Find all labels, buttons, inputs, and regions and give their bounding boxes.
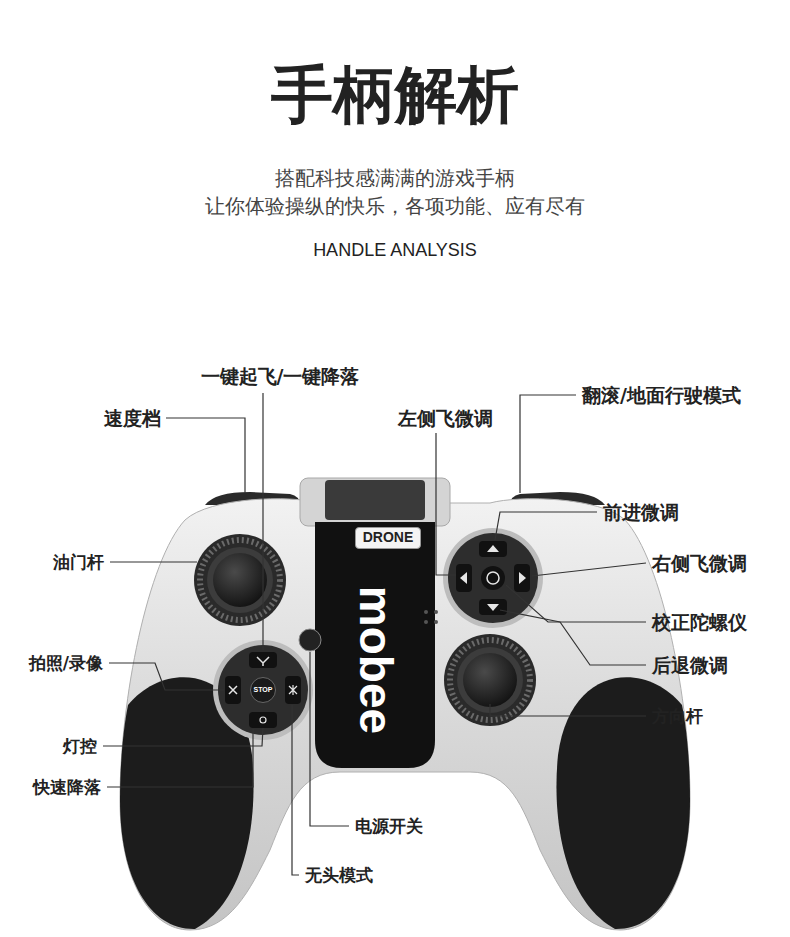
callout-label: 校正陀螺仪 [652,611,747,634]
function-pad [213,640,313,740]
callout-label: 一键起飞/一键降落 [201,365,360,388]
callout-label: 快速降落 [33,777,101,797]
callout-label: 翻滚/地面行驶模式 [582,384,741,407]
callout-label: 油门杆 [53,552,104,572]
controller-body [120,499,690,930]
center-panel [315,522,435,768]
subtitle: 搭配科技感满满的游戏手柄 [275,166,515,190]
callout-label: 左侧飞微调 [398,407,493,430]
callout-label: 前进微调 [603,501,679,524]
subtitle-english: HANDLE ANALYSIS [313,240,477,262]
callout-label: 速度档 [104,407,161,430]
brand-logo: mobee [347,586,402,734]
page-title: 手柄解析 [271,58,519,132]
speaker-dots [424,610,438,624]
clamp-grip [325,480,425,520]
node-text: DRONE [363,530,414,545]
leader-lines [103,393,646,875]
node-text: STOP [254,686,273,694]
callout-label: 无头模式 [305,865,373,885]
callout-label: 灯控 [63,736,97,756]
callout-label: 拍照/录像 [29,653,103,673]
trim-pad [443,528,543,628]
power-button [299,629,321,651]
callout-label: 电源开关 [355,816,423,836]
model-badge: DRONE [355,527,422,548]
left-stick [194,534,286,626]
callout-label: 方向杆 [652,706,703,726]
callout-label: 后退微调 [652,654,728,677]
phone-clamp [300,478,450,526]
callout-label: 右侧飞微调 [652,552,747,575]
subtitle: 让你体验操纵的快乐，各项功能、应有尽有 [205,194,585,218]
